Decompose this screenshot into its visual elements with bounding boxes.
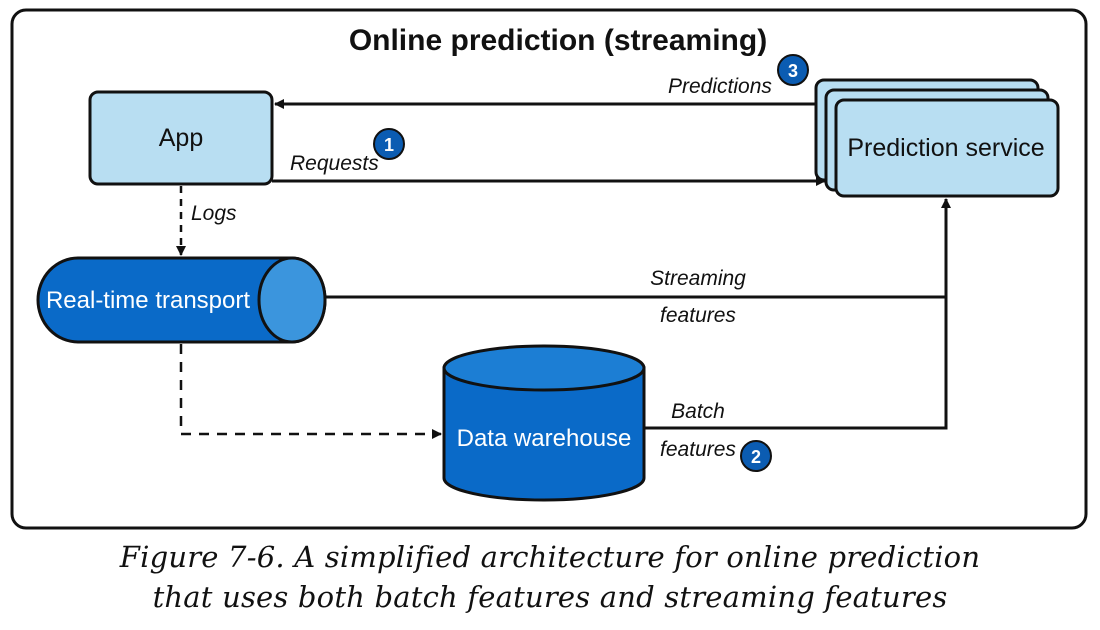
prediction-service-label: Prediction service — [847, 134, 1044, 162]
diagram-title: Online prediction (streaming) — [349, 24, 767, 57]
streaming-label-line2: features — [660, 304, 736, 327]
architecture-diagram: Online prediction (streaming) App Predic… — [10, 8, 1088, 530]
step-2-badge: 2 — [740, 440, 772, 472]
data-warehouse-node: Data warehouse — [442, 344, 646, 502]
real-time-transport-label: Real-time transport — [46, 287, 250, 314]
predictions-label: Predictions — [668, 75, 772, 98]
step-3-badge: 3 — [777, 54, 809, 86]
figure-caption-line-2: that uses both batch features and stream… — [152, 580, 948, 614]
logs-label: Logs — [191, 202, 237, 225]
transport-to-warehouse-arrow — [179, 344, 442, 439]
figure-caption-line-1: Figure 7-6. A simplified architecture fo… — [119, 540, 981, 574]
step-1-number: 1 — [384, 135, 394, 155]
step-2-number: 2 — [751, 447, 761, 467]
real-time-transport-node: Real-time transport — [36, 256, 327, 344]
data-warehouse-label: Data warehouse — [457, 425, 632, 452]
app-node: App — [88, 90, 274, 186]
batch-label-line2: features — [660, 438, 736, 461]
batch-label-line1: Batch — [671, 400, 725, 423]
step-3-number: 3 — [788, 61, 798, 81]
requests-label: Requests — [290, 152, 379, 175]
streaming-label-line1: Streaming — [650, 267, 746, 290]
prediction-service-node: Prediction service — [814, 78, 1060, 198]
batch-features-line — [644, 297, 948, 430]
step-1-badge: 1 — [373, 128, 405, 160]
app-label: App — [159, 124, 203, 152]
